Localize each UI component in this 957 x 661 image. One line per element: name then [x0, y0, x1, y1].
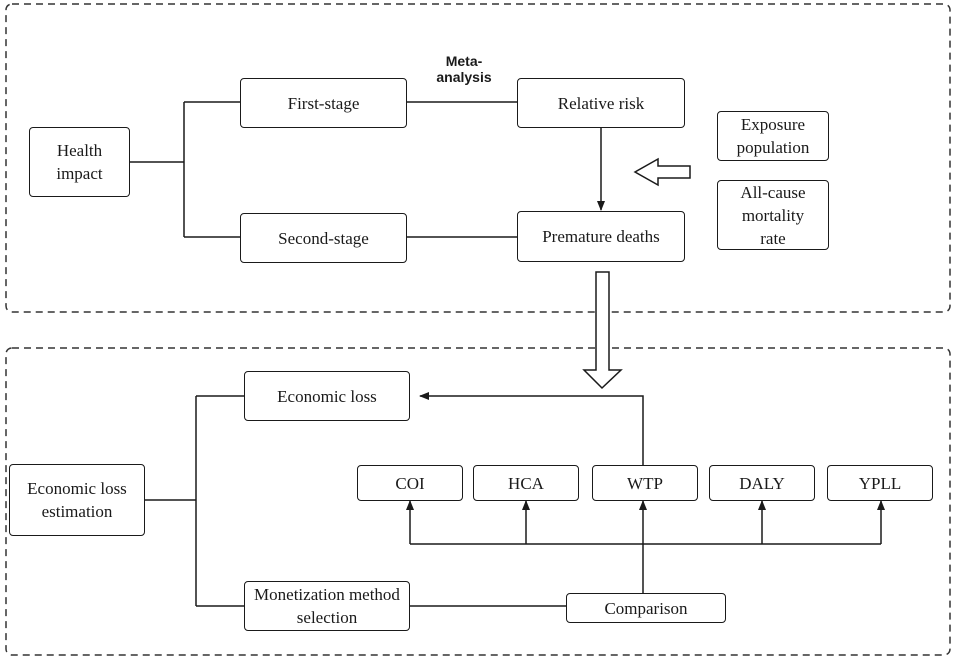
economic-loss-estimation-box: Economic loss estimation — [9, 464, 145, 536]
first-stage-label: First-stage — [287, 93, 360, 113]
economic-loss-estimation-label: Economic loss estimation — [27, 479, 127, 521]
exposure-population-box: Exposure population — [717, 111, 829, 161]
second-stage-label: Second-stage — [278, 228, 369, 248]
method-label-wtp: WTP — [627, 473, 663, 493]
economic-loss-label: Economic loss — [277, 386, 377, 406]
stage-transition-hollow-arrow — [582, 271, 623, 390]
health-impact-box: Health impact — [29, 127, 130, 197]
premature-deaths-label: Premature deaths — [542, 227, 660, 246]
relative-risk-box: Relative risk — [517, 78, 685, 128]
method-box-ypll: YPLL — [827, 465, 933, 501]
all-cause-mortality-box: All-cause mortality rate — [717, 180, 829, 250]
health-impact-label: Health impact — [56, 141, 103, 183]
method-label-hca: HCA — [508, 473, 544, 493]
input-hollow-arrow — [633, 157, 691, 187]
exposure-population-label: Exposure population — [736, 115, 810, 157]
method-label-ypll: YPLL — [858, 473, 902, 493]
comparison-box: Comparison — [566, 593, 726, 623]
comparison-label: Comparison — [604, 598, 688, 618]
bottom-section-frame — [5, 347, 951, 656]
meta-analysis-label: Meta-analysis — [436, 53, 492, 85]
monetization-box: Monetization method selection — [244, 581, 410, 631]
first-stage-box: First-stage — [240, 78, 407, 128]
economic-loss-box: Economic loss — [244, 371, 410, 421]
method-box-hca: HCA — [473, 465, 579, 501]
relative-risk-label: Relative risk — [557, 93, 645, 113]
method-box-coi: COI — [357, 465, 463, 501]
monetization-label: Monetization method selection — [254, 585, 400, 627]
method-label-daly: DALY — [739, 473, 785, 493]
second-stage-box: Second-stage — [240, 213, 407, 263]
all-cause-mortality-label: All-cause mortality rate — [740, 182, 806, 248]
method-box-daly: DALY — [709, 465, 815, 501]
premature-deaths-box: Premature deaths — [517, 211, 685, 262]
wtp-to-economic-loss-arrow — [419, 392, 644, 465]
method-box-wtp: WTP — [592, 465, 698, 501]
method-label-coi: COI — [395, 473, 425, 493]
